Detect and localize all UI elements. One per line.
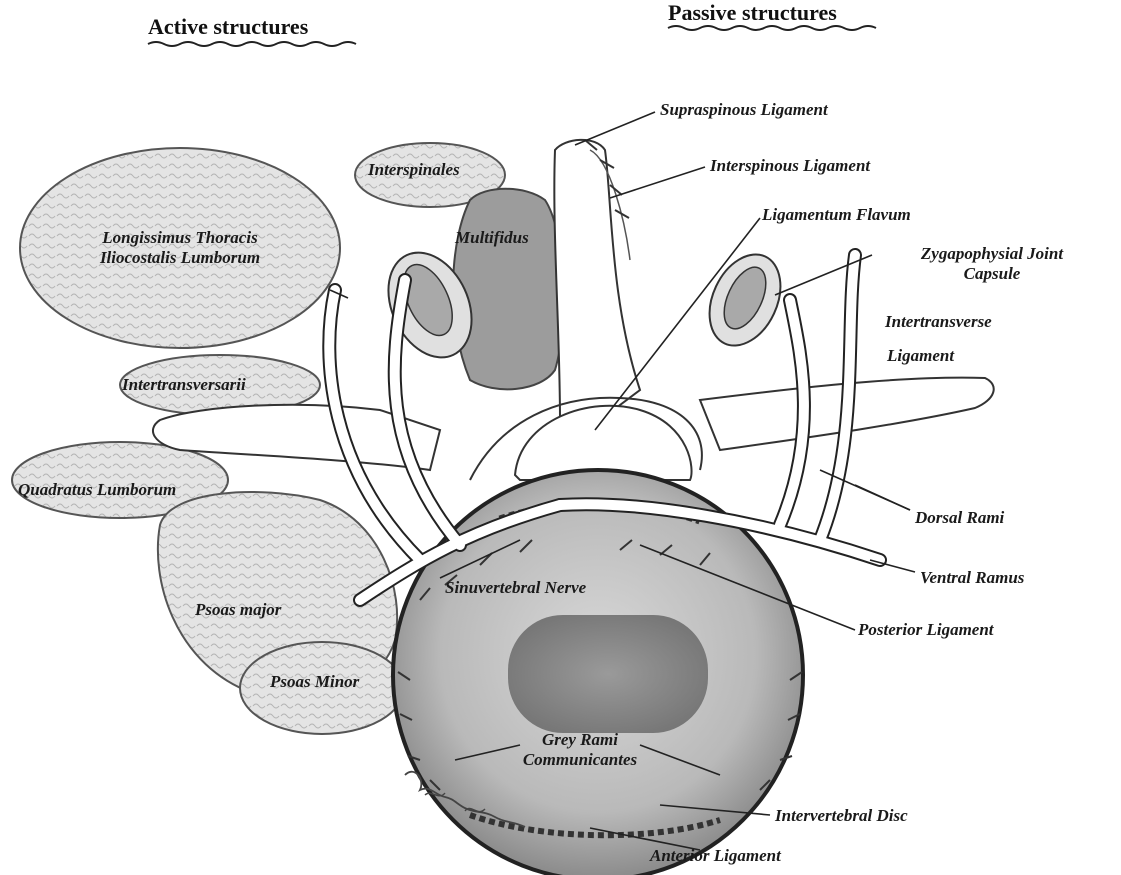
multifidus-label: Multifidus — [455, 228, 529, 248]
multifidus-muscle — [453, 189, 564, 390]
active-structures-header: Active structures — [148, 14, 308, 40]
sinuvertebral-nerve-label: Sinuvertebral Nerve — [445, 578, 586, 598]
quadratus-lumborum-label: Quadratus Lumborum — [18, 480, 176, 500]
intertransversarii-label: Intertransversarii — [122, 375, 246, 395]
spinous-process — [554, 140, 640, 420]
passive-structures-header: Passive structures — [668, 0, 837, 26]
passive-header-underline — [668, 26, 876, 30]
grey-rami-label-line1: Grey Rami — [500, 730, 660, 750]
active-header-underline — [148, 42, 356, 46]
artist-signature — [395, 765, 535, 835]
dorsal-rami-label: Dorsal Rami — [915, 508, 1004, 528]
zygapophysial-label-line1: Zygapophysial Joint — [872, 244, 1112, 264]
intertransverse-label: Intertransverse Ligament — [885, 312, 992, 366]
interspinous-ligament-label: Interspinous Ligament — [710, 156, 870, 176]
ligamentum-flavum-label: Ligamentum Flavum — [762, 205, 911, 225]
longissimus-label-line1: Longissimus Thoracis — [60, 228, 300, 248]
nucleus-pulposus — [508, 615, 708, 733]
intertransverse-label-line2: Ligament — [885, 346, 992, 366]
interspinales-label: Interspinales — [368, 160, 460, 180]
psoas-major-label: Psoas major — [195, 600, 281, 620]
intervertebral-disc-label: Intervertebral Disc — [775, 806, 908, 826]
intertransverse-label-line1: Intertransverse — [885, 312, 992, 332]
supraspinous-ligament-label: Supraspinous Ligament — [660, 100, 828, 120]
psoas-minor-label: Psoas Minor — [270, 672, 359, 692]
anterior-ligament-label: Anterior Ligament — [650, 846, 781, 866]
grey-rami-label: Grey Rami Communicantes — [500, 730, 660, 770]
posterior-ligament-label: Posterior Ligament — [858, 620, 994, 640]
longissimus-label-line2: Iliocostalis Lumborum — [60, 248, 300, 268]
zygapophysial-label: Zygapophysial Joint Capsule — [872, 244, 1112, 284]
zygapophysial-label-line2: Capsule — [872, 264, 1112, 284]
longissimus-label: Longissimus Thoracis Iliocostalis Lumbor… — [60, 228, 300, 268]
ventral-ramus-label: Ventral Ramus — [920, 568, 1024, 588]
